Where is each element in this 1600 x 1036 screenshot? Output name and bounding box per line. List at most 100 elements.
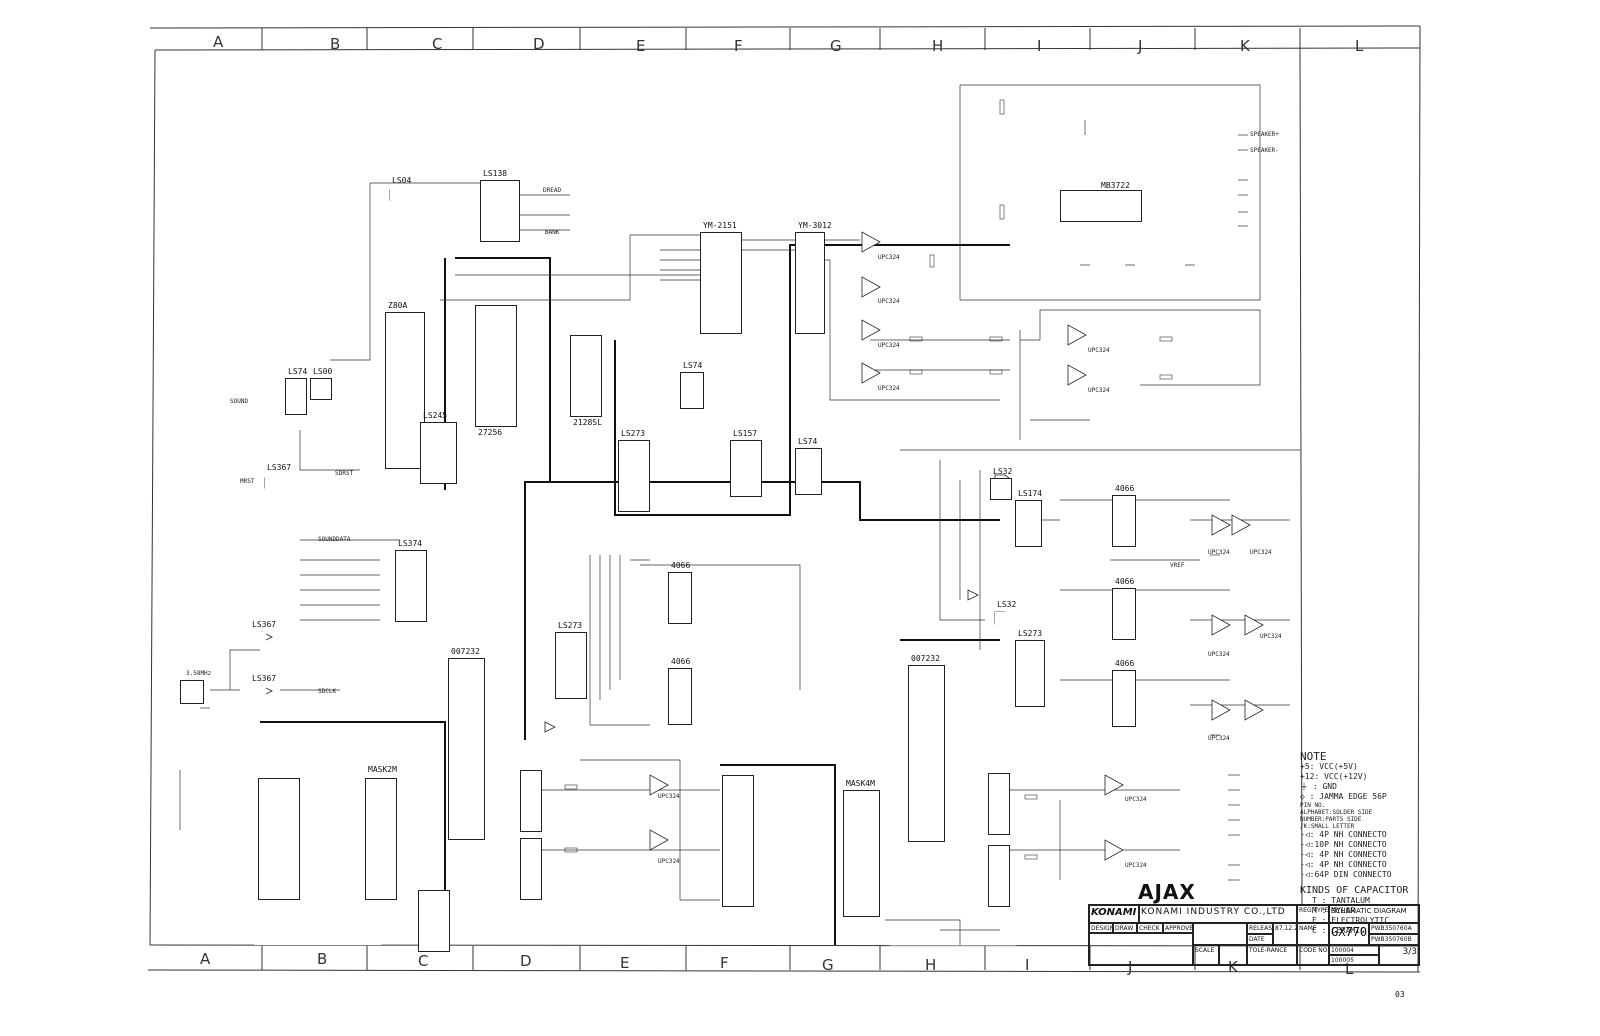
pwb-code: PWB350760B [1369,934,1419,945]
note-line: ⏚ : GND [1300,782,1337,791]
chip-label: MASK2M [368,765,397,774]
note-line: -◁: 4P NH CONNECTO [1300,860,1387,869]
chip-label: 4066 [1115,577,1135,586]
note-line: PIN NO. [1300,802,1326,809]
capacitor-kind: C : CERAMIC [1312,926,1365,935]
chip-ls174: LS174 [1015,489,1042,547]
chip-4066-b: 4066 [668,561,692,624]
chip-ls245: LS245 [420,411,457,484]
column-label: L [1355,37,1364,55]
column-label: A [200,950,211,968]
sheet-number: 3/3 [1379,945,1419,965]
column-label: F [720,954,729,972]
column-label: E [620,954,630,972]
opamp-label: UPC324 [1125,796,1147,803]
chip-label: LS273 [621,429,646,438]
check-label: CHECK [1137,923,1163,933]
chip-007340-d [988,845,1010,907]
tolerance-label: TOLE-RANCE [1247,945,1297,965]
capacitor-kind: E : ELECTROLYTIC [1312,916,1390,925]
chip-label: LS367 [267,463,292,472]
opamp-label: UPC324 [878,254,900,261]
column-label: C [432,35,443,53]
chip-ym2151: YM-2151 [700,221,742,334]
company-name: KONAMI INDUSTRY CO.,LTD [1139,905,1297,923]
chip-label: 2128SL [573,418,602,427]
net-sound: SOUND [230,398,249,405]
scale-label: SCALE [1193,945,1219,965]
approve-label: APPROVE [1163,923,1193,933]
chip-label: 007232 [911,654,940,663]
chip-ls32-a: LS32 [990,467,1012,500]
chip-007340-a [520,770,542,832]
opamp-label: UPC324 [1250,549,1272,556]
net-speaker-pos: SPEAKER+ [1250,131,1279,138]
note-line: /K:SMALL LETTER [1300,823,1355,830]
chip-ls04: LS04 [390,176,411,200]
signature-area [1089,933,1193,965]
title-block: KONAMI KONAMI INDUSTRY CO.,LTD REG.TYPE … [1088,904,1420,966]
chip-label: LS374 [398,539,423,548]
chip-mask2m: MASK2M [365,765,397,900]
chip-007340-b [520,838,542,900]
chip-label: LS04 [392,176,412,185]
opamp-label: UPC324 [1208,735,1230,742]
chip-label: LS245 [423,411,448,420]
model-name: GX770 [1329,923,1369,945]
net-sdrst: SDRST [335,470,354,477]
chip-ls367-c: LS367 [250,674,276,702]
chip-label: LS367 [252,620,277,629]
column-label: D [520,952,532,970]
chip-label: LS74 [683,361,703,370]
chip-ls374: LS374 [395,539,427,622]
chip-label: 007232 [451,647,480,656]
chip-ls00: LS00 [310,367,332,400]
reg-type-label: REG.TYPE [1297,905,1329,923]
chip-007340-c [988,773,1010,835]
logo-text: KONAMI [1091,907,1137,918]
date-label: DATE [1247,934,1273,945]
column-label: K [1228,958,1238,976]
note-line: NUMBER:PARTS SIDE [1300,816,1362,823]
chip-ls273-c: LS273 [1015,629,1045,707]
net-sounddata: SOUNDDATA [318,536,351,543]
release-label: RELEASE [1247,923,1273,934]
column-label: I [1037,37,1042,55]
chip-label: LS138 [483,169,508,178]
chip-label: YM-2151 [703,221,737,230]
net-speaker-neg: SPEAKER- [1250,147,1279,154]
chip-27256: 27256 [475,305,517,437]
chip-label: LS32 [997,600,1017,609]
chip-label: LS32 [993,467,1013,476]
chip-4066-a: 4066 [1112,484,1136,547]
pwb-code: PWB350760A [1369,923,1419,934]
chip-label: MASK4M [846,779,875,788]
chip-label: YM-3012 [798,221,832,230]
column-label: D [533,35,545,53]
opamp-label: UPC324 [1088,387,1110,394]
chip-z80a: Z80A [385,301,425,469]
code-number: 100004 [1329,945,1379,955]
chip-label: LS367 [252,674,277,683]
note-title: NOTE [1300,750,1327,763]
opamp-label: UPC324 [878,342,900,349]
column-label: J [1138,37,1143,55]
column-label: B [330,35,341,53]
chip-label: LS157 [733,429,758,438]
connector-block-mask4m [722,775,754,907]
chip-label: 4066 [671,657,691,666]
net-vref: VREF [1170,562,1185,569]
capacitor-kind: M : MYLAR [1312,906,1356,915]
column-label: E [636,37,646,55]
chip-ls74-c: LS74 [795,437,822,495]
name-label: NAME [1297,923,1329,945]
scale-value [1219,945,1247,965]
chip-007232-a: 007232 [448,647,485,840]
column-label: B [317,950,328,968]
column-label: F [734,37,743,55]
chip-label: LS74 [798,437,818,446]
opamp-label: UPC324 [658,858,680,865]
capacitor-kind: T : TANTALUM [1312,896,1370,905]
column-label: J [1128,958,1133,976]
note-line: +5: VCC(+5V) [1300,762,1358,771]
